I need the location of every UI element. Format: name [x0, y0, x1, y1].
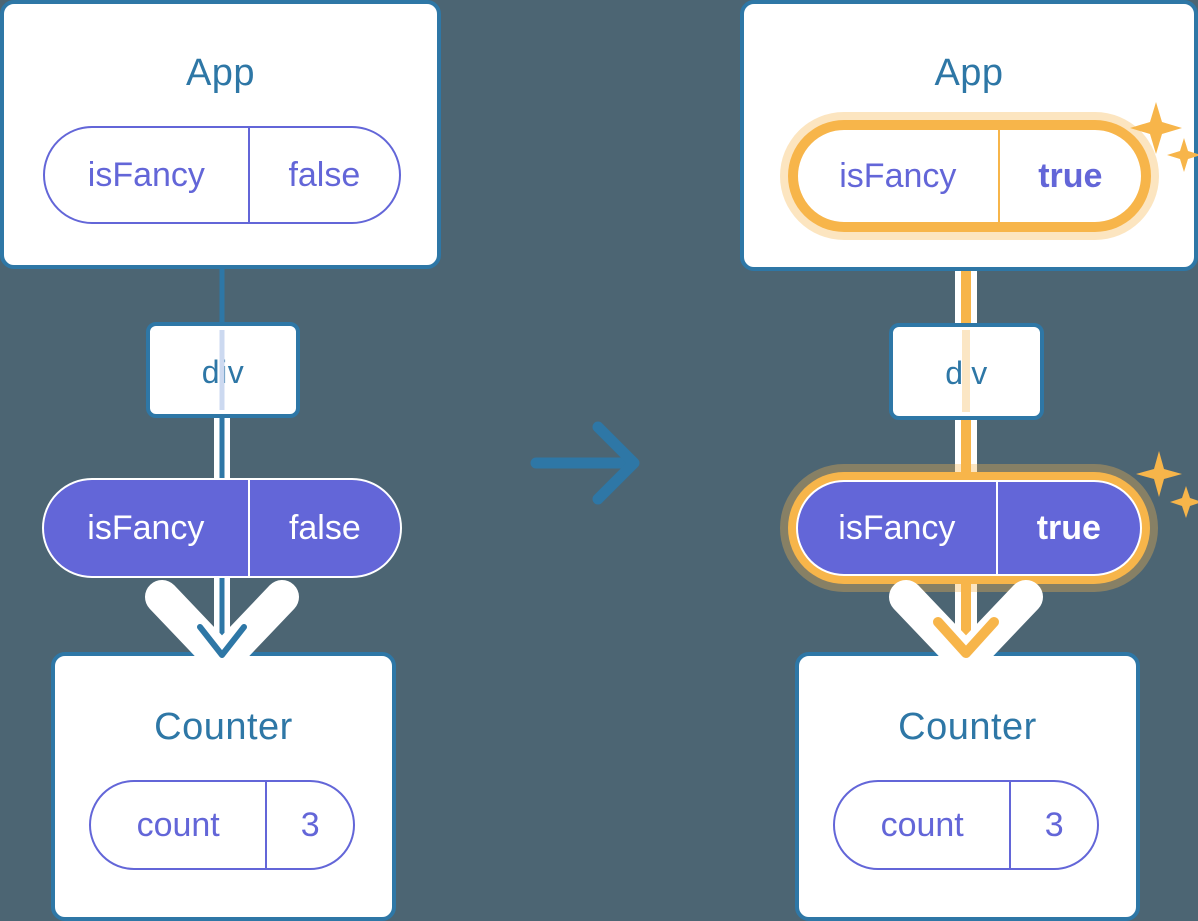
- app-state-pill-before[interactable]: isFancy false: [43, 126, 401, 224]
- app-state-key-before: isFancy: [87, 155, 205, 194]
- app-title-after: App: [934, 52, 1004, 94]
- app-state-pill-after[interactable]: isFancy true: [796, 128, 1143, 224]
- prop-pill-value-after: true: [995, 482, 1140, 574]
- transition-arrow: [530, 421, 640, 505]
- counter-state-value-after: 3: [1009, 782, 1097, 868]
- counter-state-key-after: count: [880, 805, 964, 844]
- counter-state-value-before: 3: [265, 782, 353, 868]
- app-state-key-after: isFancy: [839, 156, 957, 195]
- prop-pill-after[interactable]: isFancy true: [796, 480, 1142, 576]
- counter-state-key-before: count: [136, 805, 220, 844]
- transition-arrow-head: [592, 421, 640, 505]
- prop-pill-before[interactable]: isFancy false: [42, 478, 402, 578]
- prop-pill-key-after: isFancy: [838, 508, 956, 547]
- counter-title-before: Counter: [154, 706, 293, 748]
- app-state-value-after: true: [997, 130, 1141, 222]
- prop-pill-key-before: isFancy: [87, 508, 205, 547]
- prop-pill-value-before: false: [247, 480, 400, 576]
- counter-title-after: Counter: [898, 706, 1037, 748]
- app-state-value-before: false: [247, 128, 399, 222]
- counter-state-pill-after[interactable]: count 3: [833, 780, 1099, 870]
- counter-state-pill-before[interactable]: count 3: [89, 780, 355, 870]
- app-title-before: App: [185, 52, 256, 94]
